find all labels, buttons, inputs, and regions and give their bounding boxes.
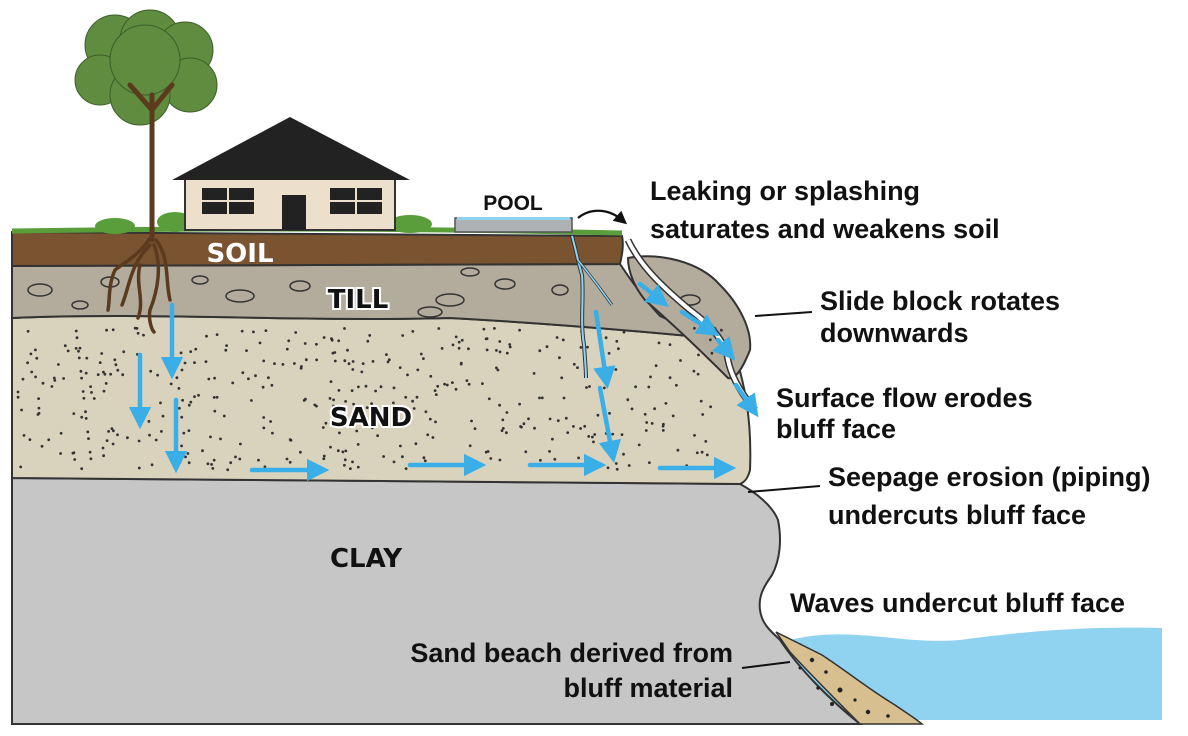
water-crack xyxy=(570,235,614,379)
flow-arrow xyxy=(712,336,736,361)
tree-leaves xyxy=(74,9,218,126)
annotation-beach-2: bluff material xyxy=(563,673,733,703)
annotation-seepage-1: Seepage erosion (piping) xyxy=(828,462,1151,492)
flow-arrow xyxy=(593,309,616,390)
annotation-beach-1: Sand beach derived from xyxy=(410,638,733,668)
clay-label: CLAY xyxy=(330,544,403,574)
flow-arrow xyxy=(597,385,621,464)
house xyxy=(172,117,410,231)
annotation-slide-1: Slide block rotates xyxy=(820,286,1060,316)
flow-arrow xyxy=(733,382,759,418)
sand-beach xyxy=(775,631,925,725)
annotation-slide-2: downwards xyxy=(820,318,969,348)
leader-lines xyxy=(741,311,821,669)
annotation-surface-1: Surface flow erodes xyxy=(776,383,1033,413)
till-layer xyxy=(11,262,731,341)
pool-label: POOL xyxy=(483,192,543,215)
sand-dots xyxy=(16,326,726,472)
pool xyxy=(454,217,573,233)
clay-layer xyxy=(11,476,863,725)
flow-arrow xyxy=(679,309,720,337)
sand-label: SAND xyxy=(330,403,412,433)
annotation-leaking-2: saturates and weakens soil xyxy=(650,214,1000,244)
annotation-surface-2: bluff face xyxy=(776,414,896,444)
tree-roots xyxy=(106,233,172,334)
sand-layer xyxy=(11,315,752,486)
flow-arrow xyxy=(637,281,669,308)
house-door xyxy=(282,195,306,230)
beach-pebbles xyxy=(798,657,890,718)
annotation-waves: Waves undercut bluff face xyxy=(790,588,1125,618)
groundwater-arrows xyxy=(128,281,759,482)
pool-water xyxy=(457,217,570,220)
till-label: TILL xyxy=(328,285,389,315)
soil-layer xyxy=(11,230,624,268)
till-pebbles xyxy=(27,267,701,318)
annotation-seepage-2: undercuts bluff face xyxy=(828,500,1086,530)
annotation-leaking-1: Leaking or splashing xyxy=(650,176,920,206)
soil-label: SOIL xyxy=(206,239,273,269)
tree-trunk xyxy=(127,82,175,243)
splash-arrow xyxy=(577,209,628,225)
house-roof xyxy=(172,117,410,180)
tree xyxy=(74,9,218,334)
